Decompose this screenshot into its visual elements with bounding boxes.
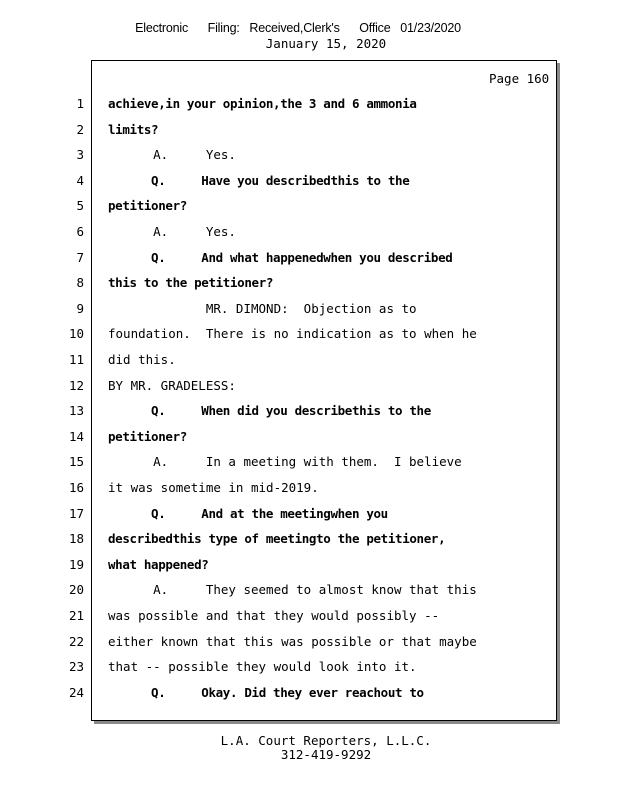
transcript-line: 6 A. Yes.	[0, 224, 560, 244]
line-number: 15	[68, 454, 84, 470]
line-number: 11	[68, 352, 84, 367]
transcript-date: January 15, 2020	[265, 36, 387, 51]
line-text: petitioner?	[108, 198, 187, 214]
transcript-line: 13 Q. When did you describethis to the	[0, 403, 560, 423]
transcript-line: 22 either known that this was possible or…	[0, 634, 560, 654]
transcript-line: 11 did this.	[0, 352, 560, 372]
line-number: 14	[68, 428, 84, 444]
transcript-line: 21 was possible and that they would possi…	[0, 608, 560, 628]
line-number: 18	[68, 531, 84, 547]
line-number: 13	[68, 403, 84, 419]
line-number: 17	[68, 505, 84, 521]
line-number: 3	[76, 147, 84, 163]
transcript-line: 24 Q. Okay. Did they ever reachout to	[0, 685, 560, 705]
line-text: A. They seemed to almost know that this	[108, 582, 477, 598]
transcript-line: 5 petitioner?	[0, 198, 560, 218]
page-number: Page 160	[489, 71, 550, 86]
line-number: 8	[76, 275, 84, 291]
reporter-phone: 312-419-9292	[280, 747, 372, 762]
line-text: BY MR. GRADELESS:	[108, 377, 236, 393]
line-text: what happened?	[108, 556, 209, 572]
line-text: was possible and that they would possibl…	[108, 608, 440, 623]
line-text: A. Yes.	[108, 224, 236, 239]
transcript-line: 19 what happened?	[0, 557, 560, 577]
line-number: 12	[68, 377, 84, 393]
line-number: 16	[68, 480, 84, 495]
line-number: 21	[68, 608, 84, 623]
line-text: did this.	[108, 352, 176, 367]
line-text: petitioner?	[108, 428, 187, 444]
transcript-line: 2 limits?	[0, 122, 560, 142]
line-text: Q. And at the meetingwhen you	[108, 505, 388, 521]
transcript-line: 16 it was sometime in mid-2019.	[0, 480, 560, 500]
line-text: foundation. There is no indication as to…	[108, 326, 477, 342]
reporter-company: L.A. Court Reporters, L.L.C.	[220, 733, 432, 748]
line-text: Q. And what happenedwhen you described	[108, 249, 453, 265]
transcript-line: 10 foundation. There is no indication as …	[0, 326, 560, 346]
line-number: 2	[76, 121, 84, 137]
transcript-line: 7 Q. And what happenedwhen you described	[0, 250, 560, 270]
line-number: 6	[76, 224, 84, 239]
line-text: A. Yes.	[108, 147, 236, 163]
line-text: Q. When did you describethis to the	[108, 403, 431, 419]
line-number: 24	[68, 684, 84, 700]
transcript-line: 1 achieve,in your opinion,the 3 and 6 amm…	[0, 96, 560, 116]
line-number: 7	[76, 249, 84, 265]
line-text: it was sometime in mid-2019.	[108, 480, 319, 495]
transcript-line: 17 Q. And at the meetingwhen you	[0, 506, 560, 526]
transcript-line: 20 A. They seemed to almost know that th…	[0, 582, 560, 602]
line-number: 5	[76, 198, 84, 214]
transcript-line: 23 that -- possible they would look into …	[0, 659, 560, 679]
line-text: Q. Okay. Did they ever reachout to	[108, 684, 424, 700]
line-number: 10	[68, 326, 84, 342]
line-text: limits?	[108, 121, 159, 137]
line-number: 9	[76, 300, 84, 316]
line-text: MR. DIMOND: Objection as to	[108, 300, 417, 316]
filing-stamp: Electronic Filing: Received,Clerk's Offi…	[135, 21, 461, 35]
transcript-line: 12 BY MR. GRADELESS:	[0, 378, 560, 398]
transcript-line: 8 this to the petitioner?	[0, 275, 560, 295]
transcript-line: 18 describedthis type of meetingto the pe…	[0, 531, 560, 551]
line-text: describedthis type of meetingto the peti…	[108, 531, 446, 547]
line-text: achieve,in your opinion,the 3 and 6 ammo…	[108, 96, 417, 111]
line-number: 4	[76, 172, 84, 188]
line-text: this to the petitioner?	[108, 275, 274, 291]
line-text: that -- possible they would look into it…	[108, 659, 417, 675]
transcript-line: 3 A. Yes.	[0, 147, 560, 167]
line-number: 19	[68, 556, 84, 572]
line-number: 23	[68, 659, 84, 675]
transcript-line: 14 petitioner?	[0, 429, 560, 449]
transcript-line: 9 MR. DIMOND: Objection as to	[0, 301, 560, 321]
line-text: Q. Have you describedthis to the	[108, 172, 410, 188]
transcript-line: 4 Q. Have you describedthis to the	[0, 173, 560, 193]
line-text: either known that this was possible or t…	[108, 633, 477, 649]
line-number: 1	[76, 96, 84, 111]
line-number: 20	[68, 582, 84, 598]
transcript-line: 15 A. In a meeting with them. I believe	[0, 454, 560, 474]
line-number: 22	[68, 633, 84, 649]
line-text: A. In a meeting with them. I believe	[108, 454, 462, 470]
transcript-page-frame	[91, 60, 557, 721]
